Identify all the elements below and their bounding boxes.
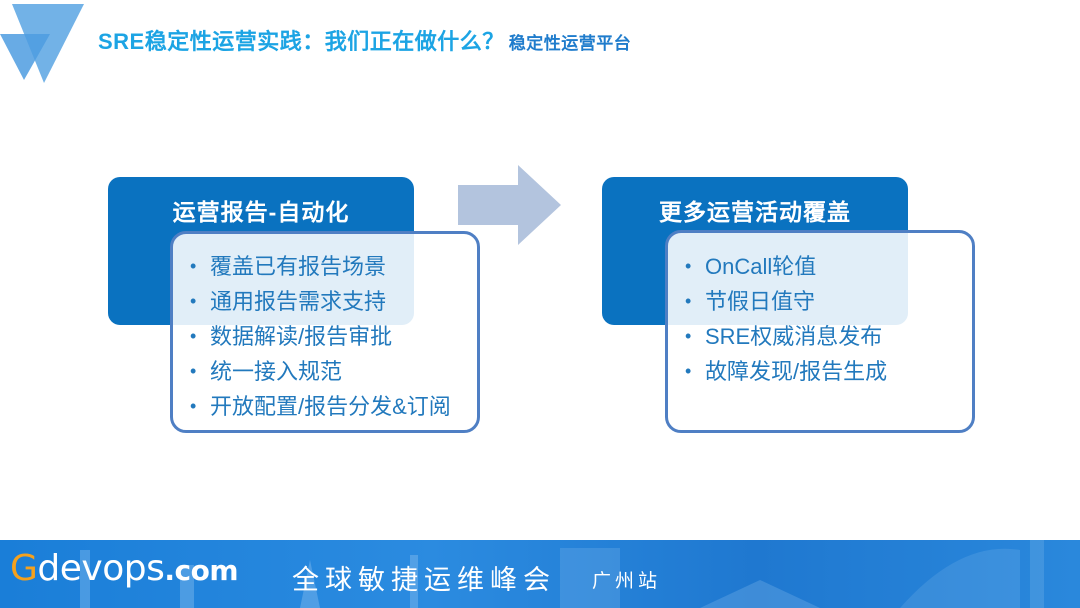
right-card-list-box (665, 230, 975, 433)
list-item: •SRE权威消息发布 (681, 319, 971, 354)
left-card-list: •覆盖已有报告场景 •通用报告需求支持 •数据解读/报告审批 •统一接入规范 •… (186, 249, 496, 424)
list-item: •OnCall轮值 (681, 249, 971, 284)
bullet-icon: • (190, 291, 197, 311)
logo-g: G (10, 548, 38, 589)
list-item: •开放配置/报告分发&订阅 (186, 389, 480, 424)
list-item: •覆盖已有报告场景 (186, 249, 496, 284)
title-main: SRE稳定性运营实践：我们正在做什么？ (98, 29, 505, 54)
bullet-icon: • (685, 361, 692, 381)
bullet-icon: • (685, 256, 692, 276)
footer-station: 广州站 (592, 570, 662, 592)
gdevops-logo: Gdevops.com (10, 548, 238, 589)
city-skyline-icon (80, 540, 1044, 608)
bullet-icon: • (685, 291, 692, 311)
footer-slogan: 全球敏捷运维峰会 (292, 565, 556, 596)
logo-devops: devops (37, 548, 165, 589)
list-item: •节假日值守 (681, 284, 971, 319)
left-card-list-box (170, 231, 480, 433)
blue-triangles-logo-icon (0, 4, 84, 83)
page-title: SRE稳定性运营实践：我们正在做什么？稳定性运营平台 (98, 24, 631, 56)
left-card-heading: 运营报告-自动化 (172, 199, 350, 225)
list-item: •故障发现/报告生成 (681, 354, 971, 389)
right-arrow-icon (458, 165, 561, 245)
title-subtitle: 稳定性运营平台 (508, 34, 632, 53)
bullet-icon: • (190, 256, 197, 276)
right-card-heading: 更多运营活动覆盖 (659, 199, 851, 225)
list-item: •数据解读/报告审批 (186, 319, 496, 354)
right-card-list: •OnCall轮值 •节假日值守 •SRE权威消息发布 •故障发现/报告生成 (681, 249, 971, 389)
list-item: •通用报告需求支持 (186, 284, 496, 319)
bullet-icon: • (685, 326, 692, 346)
bullet-icon: • (190, 396, 197, 416)
list-item: •统一接入规范 (186, 354, 496, 389)
logo-com: .com (164, 554, 238, 587)
bullet-icon: • (190, 361, 197, 381)
bullet-icon: • (190, 326, 197, 346)
footer-banner: Gdevops.com 全球敏捷运维峰会 广州站 (0, 540, 1080, 608)
